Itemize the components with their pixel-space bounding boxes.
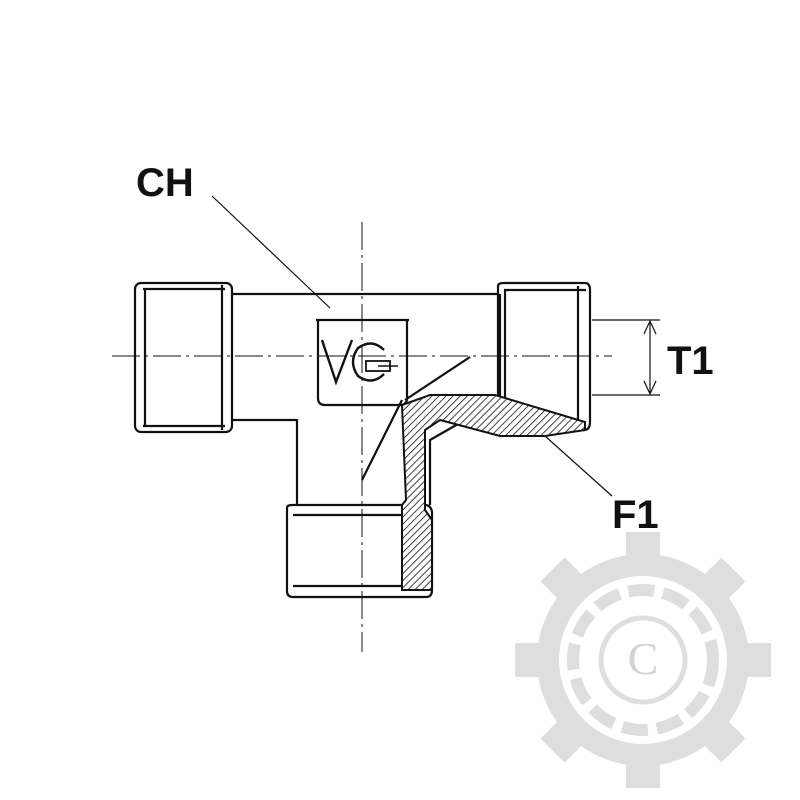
centerlines [112, 222, 612, 652]
watermark-gear-logo: C [515, 532, 771, 788]
gear-teeth [515, 532, 771, 788]
label-f1: F1 [612, 493, 659, 537]
t1-arrow-top [643, 319, 657, 335]
fitting-outline [133, 281, 592, 599]
logo-v [320, 339, 354, 386]
f1-leader-line [544, 435, 613, 497]
label-ch: CH [136, 161, 194, 205]
t1-dimension [592, 319, 660, 396]
vg-logo [320, 339, 398, 386]
internal-diagonal-lower [361, 399, 403, 481]
label-t1: T1 [667, 339, 714, 383]
internal-diagonal-upper [404, 356, 471, 401]
logo-g [351, 342, 385, 382]
watermark-letter: C [628, 633, 659, 684]
left-nut [133, 281, 234, 434]
hex-flat-outline [316, 320, 409, 407]
t1-arrow-bottom [643, 380, 657, 396]
hatched-section [400, 394, 586, 591]
ch-leader-line [211, 195, 331, 309]
